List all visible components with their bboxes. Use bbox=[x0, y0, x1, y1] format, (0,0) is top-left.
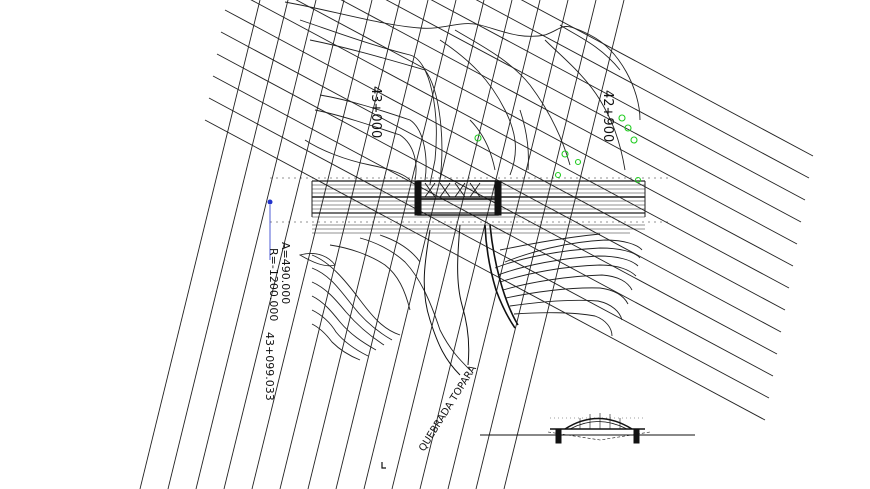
section-line-steep bbox=[447, 0, 569, 489]
section-line-steep bbox=[139, 0, 261, 489]
section-line-shallow bbox=[475, 0, 810, 179]
vegetation-markers bbox=[474, 114, 642, 184]
alignment-point-marker bbox=[267, 199, 273, 205]
section-line-shallow bbox=[250, 0, 790, 289]
curve-a-label: A=490.000 bbox=[279, 242, 292, 304]
section-line-steep bbox=[475, 0, 597, 489]
bridge-plan bbox=[414, 180, 502, 216]
station-label-43-000: 43+000 bbox=[368, 86, 383, 138]
section-line-steep bbox=[279, 0, 401, 489]
terrain-contours-north bbox=[284, 1, 641, 186]
bridge-elevation bbox=[480, 413, 695, 444]
section-line-steep bbox=[195, 0, 317, 489]
section-line-shallow bbox=[295, 0, 794, 267]
section-line-steep bbox=[363, 0, 485, 489]
section-line-shallow bbox=[430, 0, 806, 201]
stream-channel bbox=[423, 224, 519, 376]
section-line-shallow bbox=[520, 0, 814, 157]
section-line-steep bbox=[223, 0, 345, 489]
section-line-shallow bbox=[385, 0, 802, 223]
terrain-contours-southeast bbox=[494, 233, 643, 337]
section-line-shallow bbox=[208, 97, 770, 399]
section-line-steep bbox=[307, 0, 429, 489]
station-label-42-900: 42+900 bbox=[600, 90, 615, 142]
section-line-steep bbox=[391, 0, 513, 489]
section-line-steep bbox=[251, 0, 373, 489]
section-line-shallow bbox=[340, 0, 798, 245]
terrain-contours-southwest bbox=[298, 234, 471, 371]
station-label-43-099: 43+099.033 bbox=[263, 332, 276, 401]
section-line-shallow bbox=[204, 119, 766, 421]
section-line-shallow bbox=[212, 75, 774, 377]
stream-name-label: QUEBRADA TOPARA bbox=[417, 364, 479, 454]
section-line-steep bbox=[335, 0, 457, 489]
corner-mark bbox=[381, 462, 386, 469]
curve-r-label: R=-1200.000 bbox=[267, 248, 280, 321]
section-line-shallow bbox=[224, 9, 786, 311]
road-corridor bbox=[270, 177, 668, 234]
section-line-steep bbox=[419, 0, 541, 489]
cross-section-lines bbox=[139, 0, 814, 489]
